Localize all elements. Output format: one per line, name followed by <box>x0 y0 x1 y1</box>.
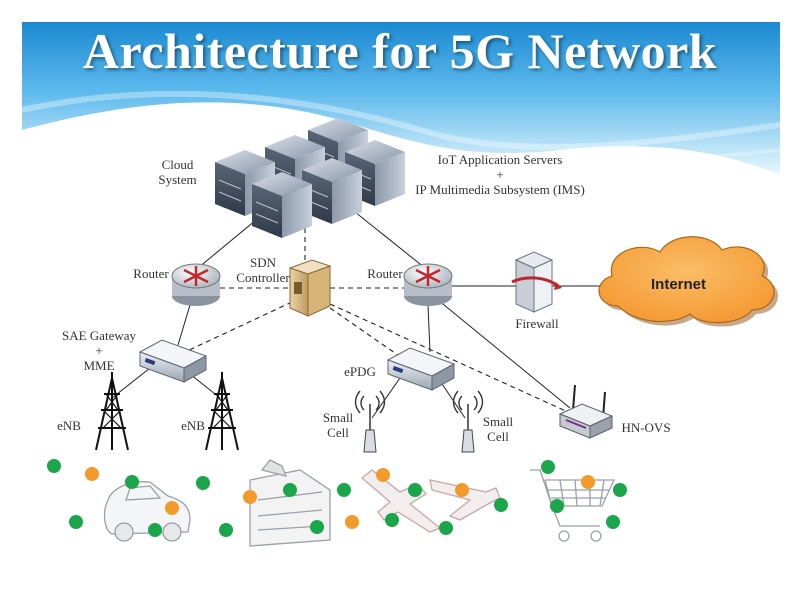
router-right-label: Router <box>367 266 403 281</box>
hn-ovs-label: HN-OVS <box>621 420 671 435</box>
cloud-system-label-line1: Cloud <box>161 157 194 172</box>
sdn-controller-label-line2: Controller <box>236 270 290 285</box>
iot-servers-label: IoT Application Servers + IP Multimedia … <box>400 152 600 197</box>
enb-left-label: eNB <box>57 418 81 433</box>
cloud-server-cluster <box>215 118 405 238</box>
cloud-system-label-line2: System <box>158 172 197 187</box>
router-left-icon <box>171 263 221 306</box>
small-cell-left-label-line2: Cell <box>327 425 349 440</box>
small-cell-left-icon <box>354 390 386 453</box>
small-cell-left-label-line1: Small <box>322 410 354 425</box>
device-dots <box>47 459 627 537</box>
firewall-label: Firewall <box>515 316 559 331</box>
sae-gateway-label-line2: + <box>95 343 103 358</box>
sdn-controller-label-line1: SDN <box>249 255 276 270</box>
sdn-controller-icon <box>288 259 332 317</box>
enb-tower-left-icon <box>95 372 129 451</box>
cloud-system-label: Cloud System <box>150 157 205 187</box>
small-cell-right-icon <box>452 390 484 453</box>
page-title: Architecture for 5G Network <box>82 23 718 79</box>
small-cell-right-label: Small Cell <box>478 414 518 444</box>
scene-illustrations <box>103 459 616 547</box>
sdn-links <box>184 210 569 413</box>
internet-label: Internet <box>651 276 707 293</box>
iot-servers-label-line3: IP Multimedia Subsystem (IMS) <box>415 182 585 197</box>
enb-tower-right-icon <box>205 372 239 451</box>
firewall-icon <box>511 251 562 313</box>
sae-gateway-label-line3: MME <box>83 358 115 373</box>
small-cell-right-label-line2: Cell <box>487 429 509 444</box>
sae-gateway-label: SAE Gateway + MME <box>58 328 140 373</box>
sdn-controller-label: SDN Controller <box>232 255 294 285</box>
epdg-label: ePDG <box>344 364 376 379</box>
router-left-label: Router <box>133 266 169 281</box>
sae-gateway-label-line1: SAE Gateway <box>61 328 136 343</box>
small-cell-right-label-line1: Small <box>482 414 514 429</box>
iot-servers-label-line2: + <box>496 167 504 182</box>
small-cell-left-label: Small Cell <box>318 410 358 440</box>
iot-servers-label-line1: IoT Application Servers <box>437 152 563 167</box>
sae-gateway-icon <box>138 339 208 383</box>
hn-ovs-icon <box>558 384 614 439</box>
car-illustration <box>103 481 191 542</box>
shopping-cart-illustration <box>530 469 616 542</box>
epdg-icon <box>386 347 456 391</box>
sky-header <box>21 22 781 175</box>
router-right-icon <box>403 263 453 306</box>
enb-right-label: eNB <box>181 418 205 433</box>
internet-cloud-icon <box>598 236 779 327</box>
